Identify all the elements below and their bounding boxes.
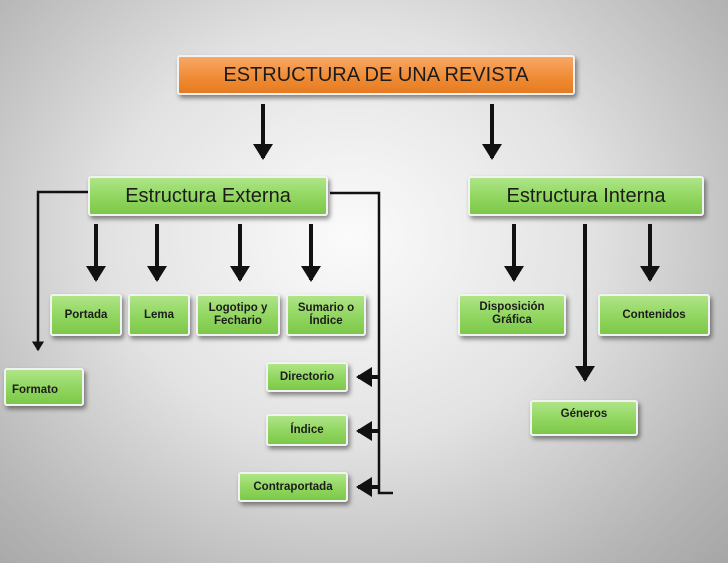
node-estructura-externa: Estructura Externa: [88, 176, 328, 216]
node-estructura-interna: Estructura Interna: [468, 176, 704, 216]
node-contenidos: Contenidos: [598, 294, 710, 336]
node-lema: Lema: [128, 294, 190, 336]
node-generos: Géneros: [530, 400, 638, 436]
node-indice: Índice: [266, 414, 348, 446]
node-directorio: Directorio: [266, 362, 348, 392]
node-disposicion-grafica: Disposición Gráfica: [458, 294, 566, 336]
node-portada: Portada: [50, 294, 122, 336]
node-formato: Formato: [4, 368, 84, 406]
node-logotipo-fechario: Logotipo y Fechario: [196, 294, 280, 336]
arrow-externa-to-formato: [31, 190, 98, 352]
node-sumario-indice: Sumario o Índice: [286, 294, 366, 336]
externa-right-bracket: [330, 191, 393, 495]
node-contraportada: Contraportada: [238, 472, 348, 502]
diagram-title: ESTRUCTURA DE UNA REVISTA: [177, 55, 575, 95]
